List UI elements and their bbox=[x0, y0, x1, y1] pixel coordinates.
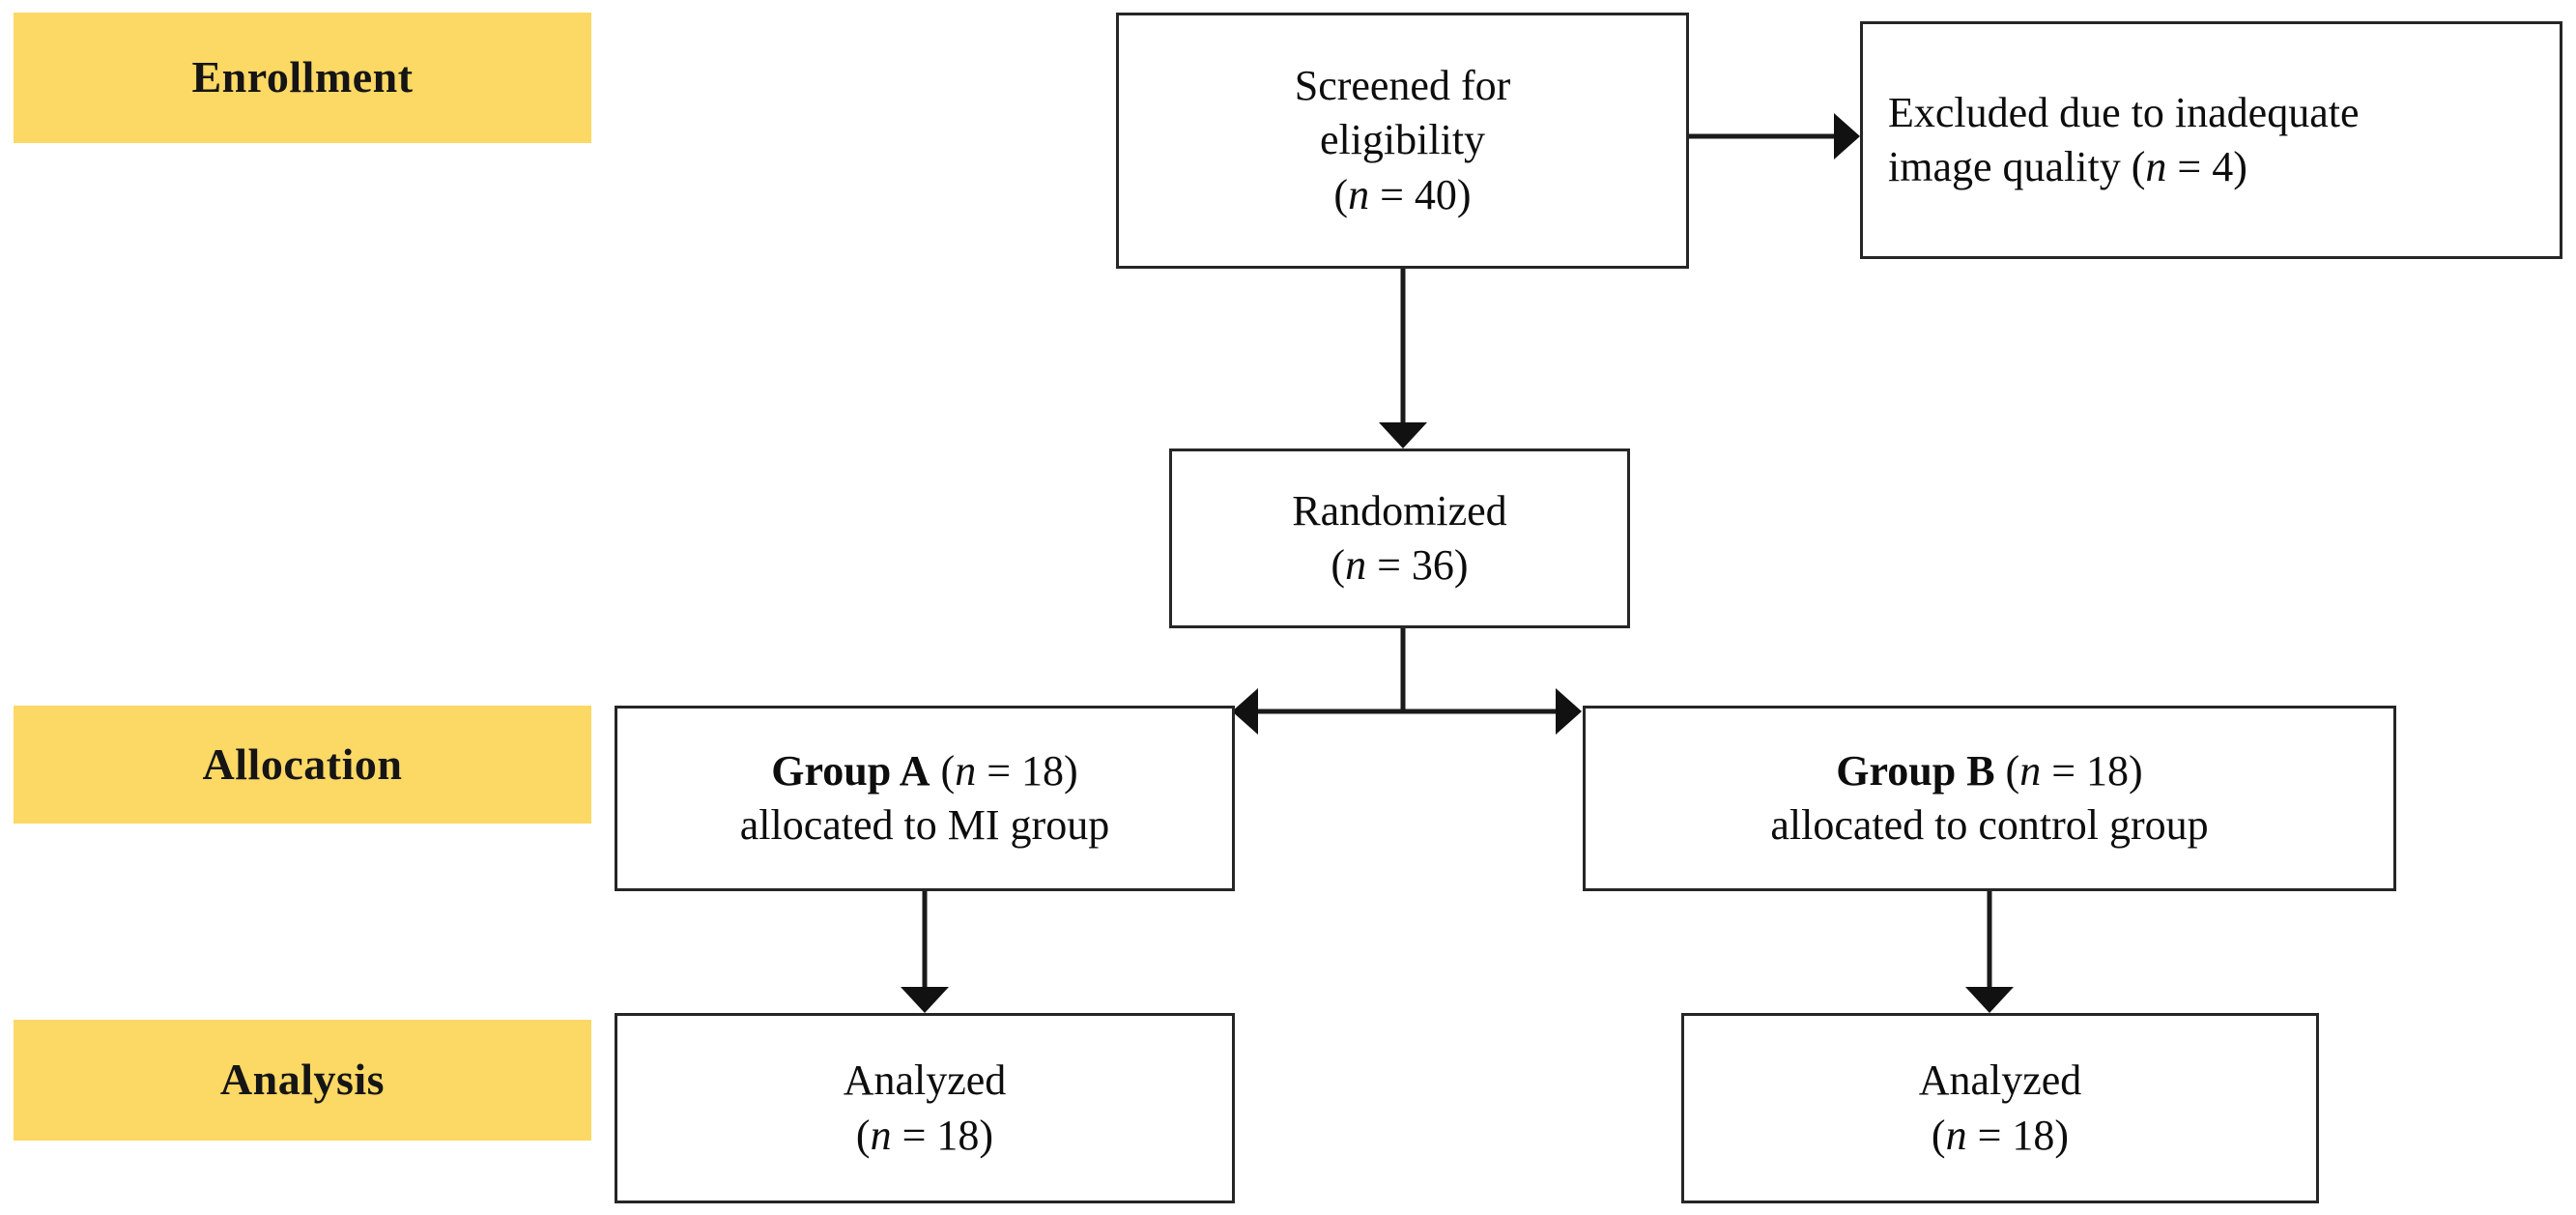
box-screened-for-eligibility: Screened for eligibility (n = 40) bbox=[1116, 13, 1689, 269]
box-group-b-text: Group B (n = 18) allocated to control gr… bbox=[1586, 744, 2393, 853]
box-excluded-line2: image quality (n = 4) bbox=[1888, 140, 2534, 194]
paren-close: ) bbox=[2054, 1111, 2070, 1159]
box-randomized-text: Randomized (n = 36) bbox=[1172, 484, 1627, 593]
n-symbol: n bbox=[1348, 170, 1370, 218]
arrow-groupb-to-analyzed bbox=[1965, 891, 2014, 1013]
arrow-groupa-to-analyzed bbox=[901, 891, 949, 1013]
n-equals: = bbox=[1966, 1111, 2013, 1159]
paren-close: ) bbox=[1453, 541, 1469, 589]
n-equals: = bbox=[2166, 143, 2213, 190]
box-excluded-line1: Excluded due to inadequate bbox=[1888, 88, 2360, 136]
paren-close: ) bbox=[2129, 746, 2143, 795]
box-group-a-line1: Group A (n = 18) bbox=[631, 744, 1218, 798]
arrow-screened-to-excluded bbox=[1689, 113, 1860, 159]
n-value: 36 bbox=[1411, 541, 1454, 589]
n-value: 40 bbox=[1414, 170, 1457, 218]
box-excluded-text: Excluded due to inadequate image quality… bbox=[1863, 86, 2560, 195]
box-analyzed-a-count: (n = 18) bbox=[631, 1109, 1218, 1163]
box-excluded-line2-prefix: image quality ( bbox=[1888, 143, 2146, 190]
paren-open: ( bbox=[930, 746, 956, 795]
box-excluded: Excluded due to inadequate image quality… bbox=[1860, 21, 2562, 259]
box-analyzed-a-text: Analyzed (n = 18) bbox=[617, 1054, 1232, 1163]
paren-open: ( bbox=[1331, 541, 1346, 589]
n-symbol: n bbox=[2019, 746, 2042, 795]
box-randomized-line1: Randomized bbox=[1292, 486, 1507, 535]
n-value: 4 bbox=[2212, 143, 2234, 190]
n-symbol: n bbox=[955, 746, 977, 795]
n-symbol: n bbox=[1945, 1111, 1967, 1159]
arrow-screened-to-randomized bbox=[1379, 269, 1427, 448]
box-analyzed-b-count: (n = 18) bbox=[1698, 1109, 2303, 1163]
n-value: 18 bbox=[2012, 1111, 2055, 1159]
n-symbol: n bbox=[870, 1111, 892, 1159]
paren-open: ( bbox=[1931, 1111, 1946, 1159]
box-group-b: Group B (n = 18) allocated to control gr… bbox=[1583, 706, 2396, 891]
box-screened-text: Screened for eligibility (n = 40) bbox=[1119, 59, 1686, 222]
n-value: 18 bbox=[2086, 746, 2130, 795]
box-group-b-line2: allocated to control group bbox=[1770, 801, 2209, 849]
n-symbol: n bbox=[2145, 143, 2167, 190]
box-screened-count: (n = 40) bbox=[1132, 168, 1673, 222]
box-group-b-line1: Group B (n = 18) bbox=[1599, 744, 2380, 798]
n-equals: = bbox=[1366, 541, 1412, 589]
paren-open: ( bbox=[1994, 746, 2020, 795]
stage-label-analysis: Analysis bbox=[14, 1020, 591, 1141]
box-screened-line1: Screened for bbox=[1294, 62, 1511, 110]
box-analyzed-a-line1: Analyzed bbox=[843, 1056, 1007, 1105]
paren-open: ( bbox=[855, 1111, 871, 1159]
paren-close: ) bbox=[979, 1111, 994, 1159]
stage-label-enrollment-text: Enrollment bbox=[191, 52, 414, 102]
box-randomized: Randomized (n = 36) bbox=[1169, 448, 1630, 628]
n-equals: = bbox=[2041, 746, 2087, 795]
box-randomized-count: (n = 36) bbox=[1186, 538, 1614, 593]
n-value: 18 bbox=[936, 1111, 980, 1159]
stage-label-enrollment: Enrollment bbox=[14, 13, 591, 143]
box-group-a: Group A (n = 18) allocated to MI group bbox=[615, 706, 1235, 891]
group-b-label: Group B bbox=[1836, 746, 1995, 795]
stage-label-allocation-text: Allocation bbox=[202, 738, 403, 789]
n-equals: = bbox=[976, 746, 1022, 795]
box-analyzed-a: Analyzed (n = 18) bbox=[615, 1013, 1235, 1203]
box-screened-line2: eligibility bbox=[1319, 116, 1486, 164]
box-analyzed-b-line1: Analyzed bbox=[1918, 1056, 2082, 1105]
arrow-randomized-split bbox=[1232, 628, 1582, 735]
box-analyzed-b-text: Analyzed (n = 18) bbox=[1684, 1054, 2316, 1163]
n-equals: = bbox=[1369, 170, 1415, 218]
stage-label-allocation: Allocation bbox=[14, 706, 591, 824]
n-symbol: n bbox=[1345, 541, 1367, 589]
box-analyzed-b: Analyzed (n = 18) bbox=[1681, 1013, 2319, 1203]
stage-label-analysis-text: Analysis bbox=[219, 1055, 386, 1105]
n-equals: = bbox=[891, 1111, 937, 1159]
paren-close: ) bbox=[1456, 170, 1472, 218]
group-a-label: Group A bbox=[771, 746, 930, 795]
paren-close: ) bbox=[2233, 143, 2247, 190]
paren-close: ) bbox=[1064, 746, 1078, 795]
box-group-a-line2: allocated to MI group bbox=[739, 801, 1110, 849]
box-group-a-text: Group A (n = 18) allocated to MI group bbox=[617, 744, 1232, 853]
paren-open: ( bbox=[1333, 170, 1349, 218]
n-value: 18 bbox=[1021, 746, 1065, 795]
